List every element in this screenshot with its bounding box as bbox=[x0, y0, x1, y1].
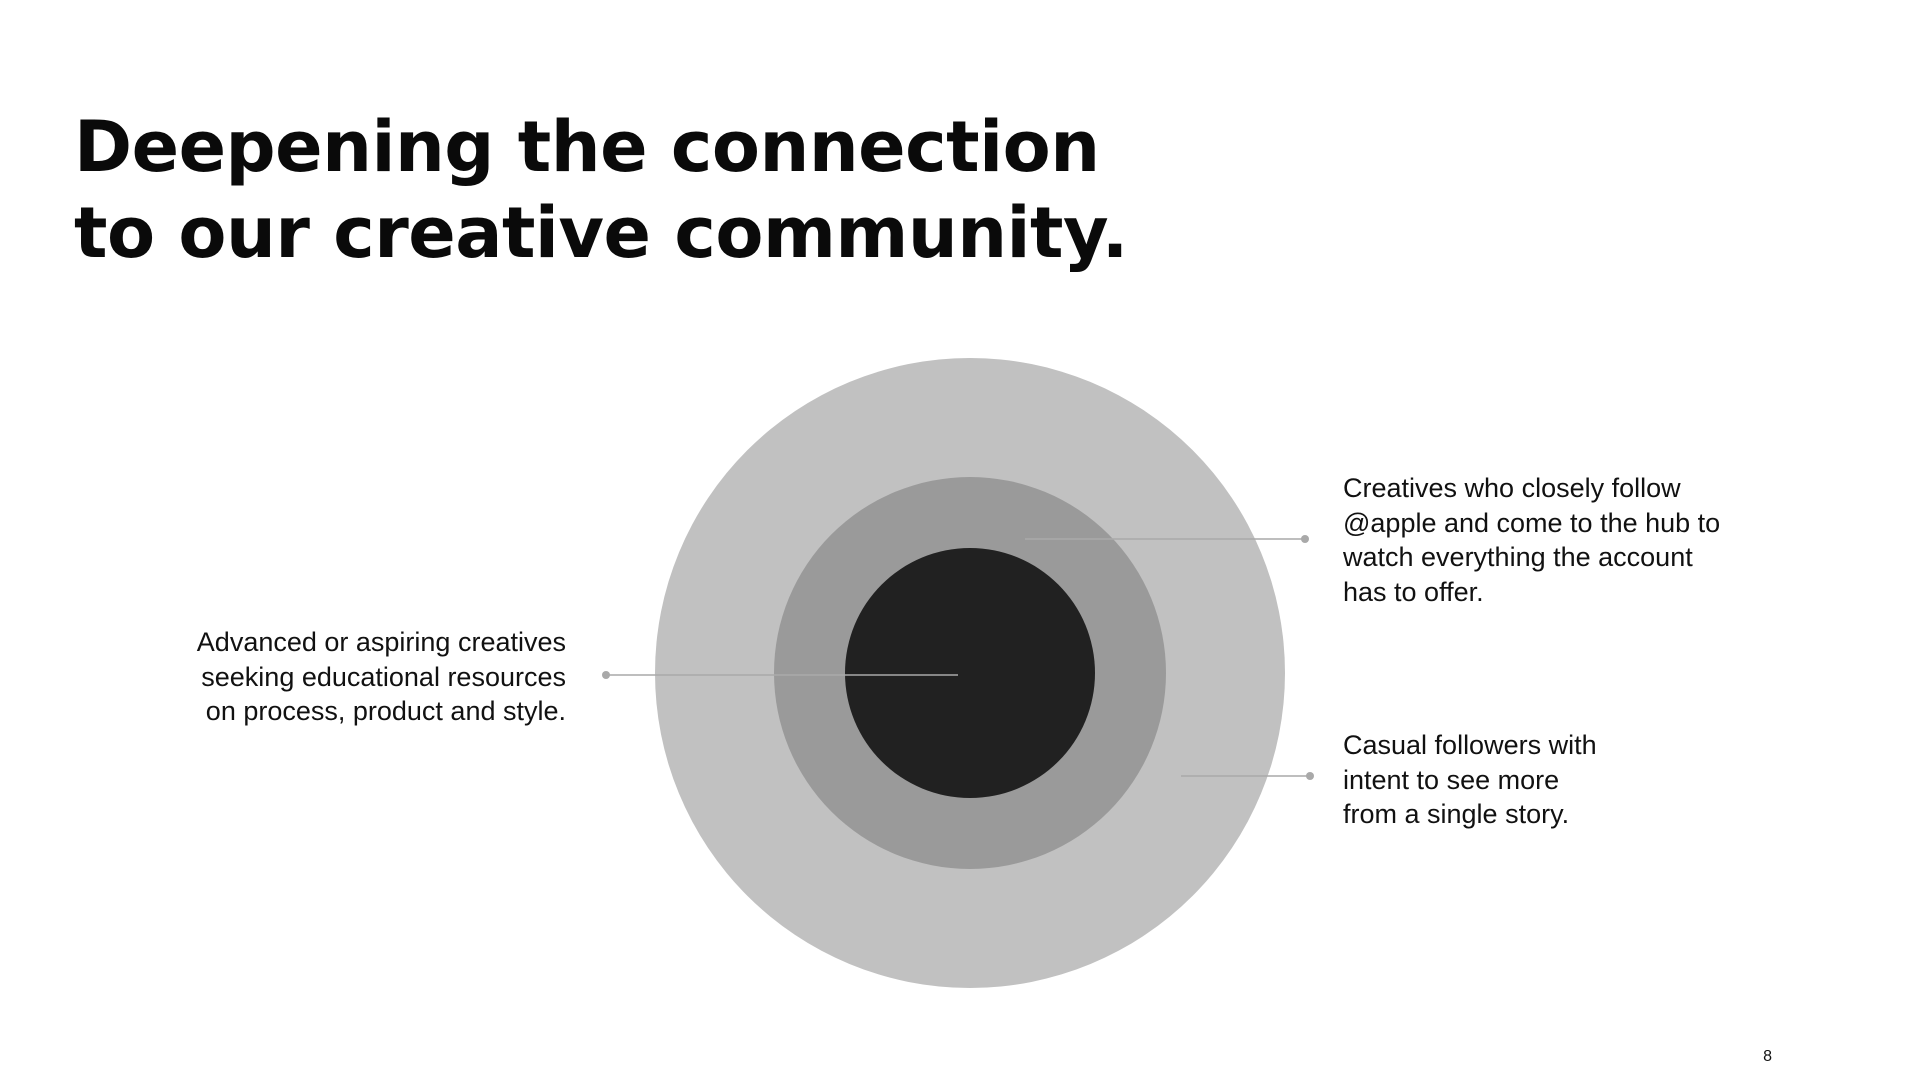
page-number: 8 bbox=[1763, 1048, 1772, 1065]
callout-core-line: Advanced or aspiring creatives bbox=[196, 627, 566, 657]
core-ring bbox=[845, 548, 1095, 798]
callout-outer: Casual followers with intent to see more… bbox=[1343, 728, 1597, 832]
callout-outer-line: from a single story. bbox=[1343, 799, 1570, 829]
callout-middle-line: Creatives who closely follow bbox=[1343, 473, 1681, 503]
callout-middle: Creatives who closely follow @apple and … bbox=[1343, 471, 1720, 609]
title-line-1: Deepening the connection bbox=[74, 106, 1100, 188]
callout-core-line: seeking educational resources bbox=[201, 661, 566, 692]
slide-title: Deepening the connection to our creative… bbox=[74, 104, 1128, 276]
callout-outer-line: Casual followers with bbox=[1343, 730, 1597, 760]
leader-dot-core bbox=[602, 671, 610, 679]
callout-core: Advanced or aspiring creatives seeking e… bbox=[197, 625, 566, 729]
callout-middle-line: @apple and come to the hub to bbox=[1343, 507, 1721, 538]
leader-dot-outer bbox=[1306, 772, 1314, 780]
callout-outer-line: intent to see more bbox=[1343, 764, 1560, 795]
leader-dot-middle bbox=[1301, 535, 1309, 543]
callout-middle-line: has to offer. bbox=[1343, 576, 1484, 607]
callout-core-line: on process, product and style. bbox=[205, 696, 566, 726]
title-line-2: to our creative community. bbox=[74, 192, 1128, 274]
callout-middle-line: watch everything the account bbox=[1343, 542, 1693, 572]
